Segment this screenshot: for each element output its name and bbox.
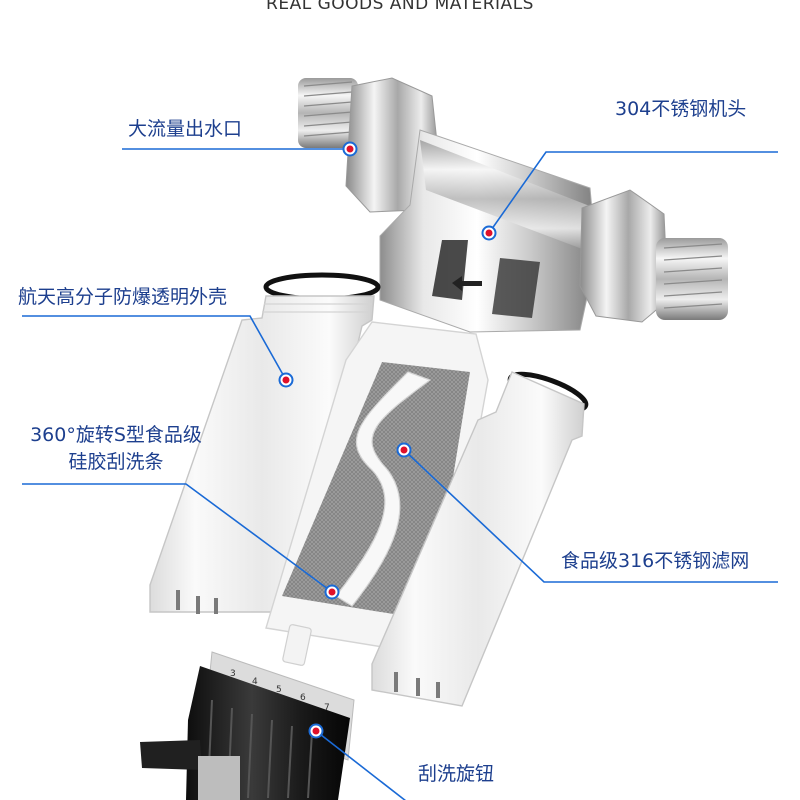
right-shell-teeth: [394, 672, 440, 698]
left-thread-lines: [303, 81, 353, 137]
shell-label: 航天高分子防爆透明外壳: [18, 286, 228, 308]
scraper-label-line2: 硅胶刮洗条: [68, 451, 164, 473]
right-thread-lines: [663, 243, 723, 309]
knob-tick-4: 4: [252, 677, 258, 687]
knob-tick-6: 6: [300, 693, 306, 703]
right-thread-inlet: [656, 238, 728, 320]
s-silicone-scraper: [335, 371, 432, 607]
callout-dots: [278, 141, 497, 739]
shell-leader: [22, 315, 287, 381]
right-transparent-shell: [371, 371, 589, 707]
left-shell-threads: [262, 303, 372, 313]
knob-tick-5: 5: [276, 685, 282, 695]
knob-tick-7: 7: [324, 703, 330, 713]
drain-valve-handle: [140, 740, 202, 770]
head-label: 304不锈钢机头: [615, 98, 747, 120]
drain-valve-body: [198, 756, 240, 800]
knob-leader: [315, 730, 407, 800]
head-leader: [488, 151, 778, 234]
flow-arrow-icon: [452, 276, 482, 291]
scraper-label: 360°旋转S型食品级 硅胶刮洗条: [18, 422, 214, 476]
knob-tick-3: 3: [230, 669, 236, 679]
mesh-leader: [403, 449, 778, 583]
knob-label: 刮洗旋钮: [418, 763, 495, 785]
head-reflection-2: [492, 258, 540, 318]
right-hex-nut: [579, 189, 669, 323]
outlet-label: 大流量出水口: [128, 118, 243, 140]
scraper-leader: [22, 483, 333, 593]
left-shell-teeth: [176, 590, 218, 614]
scraper-knob: 3 4 5 6 7: [140, 651, 355, 800]
header-text: REAL GOODS AND MATERIALS: [266, 0, 534, 14]
right-shell-body: [371, 371, 585, 707]
mesh-label: 食品级316不锈钢滤网: [561, 550, 750, 572]
cartridge-stem: [282, 624, 312, 666]
callout-lines: [22, 148, 778, 800]
scraper-label-line1: 360°旋转S型食品级: [30, 424, 202, 446]
